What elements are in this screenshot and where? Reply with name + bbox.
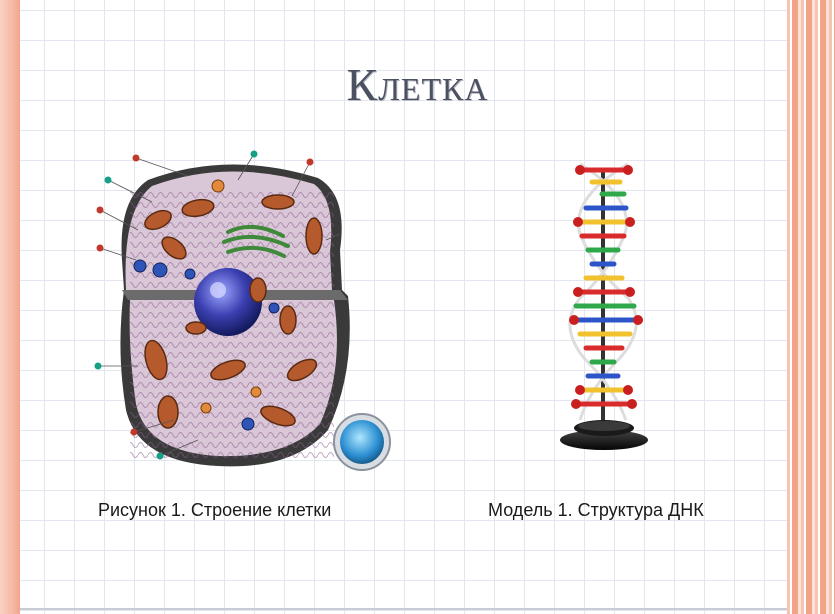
cell-structure-image bbox=[78, 140, 398, 480]
slide-title: Клетка bbox=[0, 58, 835, 111]
cell-figure-caption: Рисунок 1. Строение клетки bbox=[98, 500, 331, 521]
bottom-rule bbox=[20, 608, 787, 610]
dna-figure-caption: Модель 1. Структура ДНК bbox=[488, 500, 704, 521]
dna-model-image bbox=[540, 158, 670, 458]
